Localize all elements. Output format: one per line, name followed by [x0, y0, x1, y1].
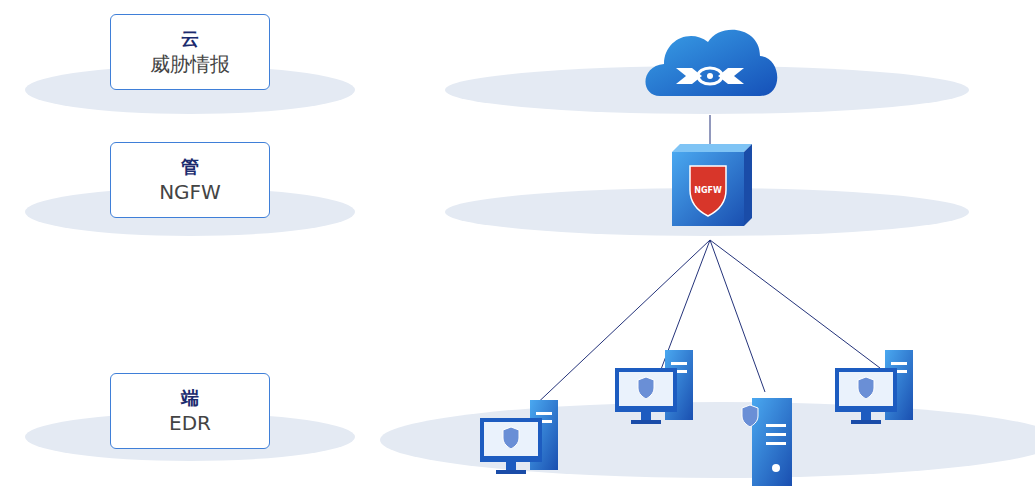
cloud-icon	[645, 30, 777, 96]
layer-tech: 威胁情报	[150, 51, 230, 77]
computer-icons	[480, 350, 913, 486]
layer-name: 管	[181, 155, 199, 179]
device-label: NGFW	[694, 186, 722, 195]
layer-label-box: 管NGFW	[110, 142, 270, 218]
layer-tech: NGFW	[159, 179, 221, 205]
layer-ellipse	[25, 66, 1035, 478]
ngfw-device	[672, 144, 752, 226]
layer-tech: EDR	[169, 410, 211, 436]
layer-name: 云	[181, 27, 199, 51]
layer-label-box: 端EDR	[110, 373, 270, 449]
layer-name: 端	[181, 386, 199, 410]
network-lines	[530, 115, 880, 410]
layer-label-box: 云威胁情报	[110, 14, 270, 90]
